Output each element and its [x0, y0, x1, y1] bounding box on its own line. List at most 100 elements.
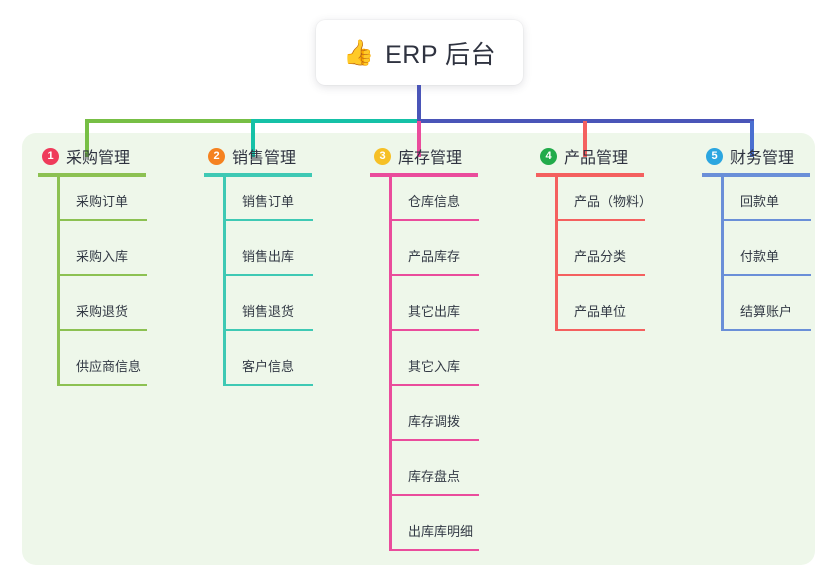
- leaf-label: 销售订单: [242, 194, 295, 209]
- branch-badge-5: 5: [706, 147, 723, 165]
- branch-items-2: 销售订单销售出库销售退货客户信息: [204, 177, 354, 397]
- leaf-node[interactable]: 库存调拨: [370, 397, 520, 452]
- leaf-label: 产品（物料）: [574, 194, 653, 209]
- leaf-rule: [721, 219, 811, 221]
- branch-items-1: 采购订单采购入库采购退货供应商信息: [38, 177, 188, 397]
- connector-bar-teal: [251, 119, 419, 123]
- branch-header-rule-2: [204, 173, 312, 177]
- leaf-node[interactable]: 出库库明细: [370, 507, 520, 562]
- leaf-label: 采购退货: [76, 304, 129, 319]
- leaf-node[interactable]: 结算账户: [702, 287, 839, 342]
- branch-header-rule-4: [536, 173, 644, 177]
- branch-header-1[interactable]: 1 采购管理: [38, 145, 188, 167]
- root-node-title: ERP 后台: [385, 40, 497, 69]
- leaf-node[interactable]: 采购入库: [38, 232, 188, 287]
- branch-spine-1: [57, 177, 60, 386]
- root-node-erp-backend[interactable]: 👍 ERP 后台: [316, 20, 523, 85]
- leaf-rule: [721, 274, 811, 276]
- branch-header-rule-1: [38, 173, 146, 177]
- leaf-label: 采购订单: [76, 194, 129, 209]
- leaf-rule: [721, 329, 811, 331]
- branch-title-2: 销售管理: [232, 150, 297, 167]
- leaf-rule: [555, 329, 645, 331]
- leaf-rule: [389, 329, 479, 331]
- leaf-label: 库存盘点: [408, 469, 461, 484]
- leaf-node[interactable]: 库存盘点: [370, 452, 520, 507]
- leaf-node[interactable]: 客户信息: [204, 342, 354, 397]
- leaf-label: 仓库信息: [408, 194, 461, 209]
- leaf-label: 其它出库: [408, 304, 461, 319]
- connector-stub-5: [750, 121, 754, 157]
- branch-badge-3: 3: [374, 147, 391, 165]
- leaf-label: 产品分类: [574, 249, 627, 264]
- leaf-rule: [389, 549, 479, 551]
- branch-spine-2: [223, 177, 226, 386]
- root-node-content: 👍 ERP 后台: [343, 35, 496, 71]
- branch-badge-1: 1: [42, 147, 59, 165]
- leaf-label: 回款单: [740, 194, 780, 209]
- leaf-rule: [555, 274, 645, 276]
- branch-title-5: 财务管理: [730, 150, 795, 167]
- leaf-rule: [389, 384, 479, 386]
- connector-stub-4: [583, 121, 587, 157]
- leaf-rule: [389, 274, 479, 276]
- leaf-node[interactable]: 产品分类: [536, 232, 686, 287]
- leaf-node[interactable]: 产品库存: [370, 232, 520, 287]
- branch-items-4: 产品（物料） 产品分类产品单位: [536, 177, 686, 342]
- leaf-label: 产品单位: [574, 304, 627, 319]
- leaf-rule: [389, 439, 479, 441]
- leaf-label: 出库库明细: [408, 524, 474, 539]
- branch-items-3: 仓库信息产品库存其它出库其它入库库存调拨库存盘点出库库明细: [370, 177, 520, 562]
- leaf-label: 结算账户: [740, 304, 793, 319]
- branch-badge-2: 2: [208, 147, 225, 165]
- leaf-node[interactable]: 其它出库: [370, 287, 520, 342]
- leaf-node[interactable]: 回款单: [702, 177, 839, 232]
- thumbs-up-icon: 👍: [342, 38, 375, 67]
- branch-items-5: 回款单付款单结算账户: [702, 177, 839, 342]
- leaf-label: 采购入库: [76, 249, 129, 264]
- leaf-rule: [223, 219, 313, 221]
- branch-header-2[interactable]: 2 销售管理: [204, 145, 354, 167]
- leaf-rule: [57, 384, 147, 386]
- leaf-node[interactable]: 产品单位: [536, 287, 686, 342]
- leaf-node[interactable]: 产品（物料）: [536, 177, 686, 232]
- connector-stub-3: [417, 121, 421, 157]
- branch-header-rule-3: [370, 173, 478, 177]
- leaf-label: 付款单: [740, 249, 780, 264]
- leaf-rule: [223, 384, 313, 386]
- leaf-node[interactable]: 供应商信息: [38, 342, 188, 397]
- leaf-node[interactable]: 仓库信息: [370, 177, 520, 232]
- connector-stub-1: [85, 121, 89, 157]
- connector-bar-green: [85, 119, 253, 123]
- leaf-node[interactable]: 采购退货: [38, 287, 188, 342]
- leaf-rule: [389, 219, 479, 221]
- leaf-node[interactable]: 采购订单: [38, 177, 188, 232]
- leaf-node[interactable]: 其它入库: [370, 342, 520, 397]
- connector-trunk: [417, 85, 421, 122]
- leaf-rule: [389, 494, 479, 496]
- branch-column-5: 5 财务管理回款单付款单结算账户: [702, 145, 839, 342]
- diagram-panel: [22, 133, 815, 565]
- leaf-label: 其它入库: [408, 359, 461, 374]
- branch-column-2: 2 销售管理销售订单销售出库销售退货客户信息: [204, 145, 354, 397]
- branch-badge-4: 4: [540, 147, 557, 165]
- leaf-rule: [57, 219, 147, 221]
- leaf-label: 销售出库: [242, 249, 295, 264]
- leaf-label: 供应商信息: [76, 359, 142, 374]
- branch-header-5[interactable]: 5 财务管理: [702, 145, 839, 167]
- leaf-label: 库存调拨: [408, 414, 461, 429]
- leaf-node[interactable]: 销售退货: [204, 287, 354, 342]
- leaf-node[interactable]: 销售出库: [204, 232, 354, 287]
- leaf-node[interactable]: 付款单: [702, 232, 839, 287]
- leaf-label: 产品库存: [408, 249, 461, 264]
- branch-column-1: 1 采购管理采购订单采购入库采购退货供应商信息: [38, 145, 188, 397]
- leaf-node[interactable]: 销售订单: [204, 177, 354, 232]
- leaf-rule: [57, 274, 147, 276]
- branch-header-rule-5: [702, 173, 810, 177]
- branch-title-1: 采购管理: [66, 150, 131, 167]
- branch-spine-4: [555, 177, 558, 331]
